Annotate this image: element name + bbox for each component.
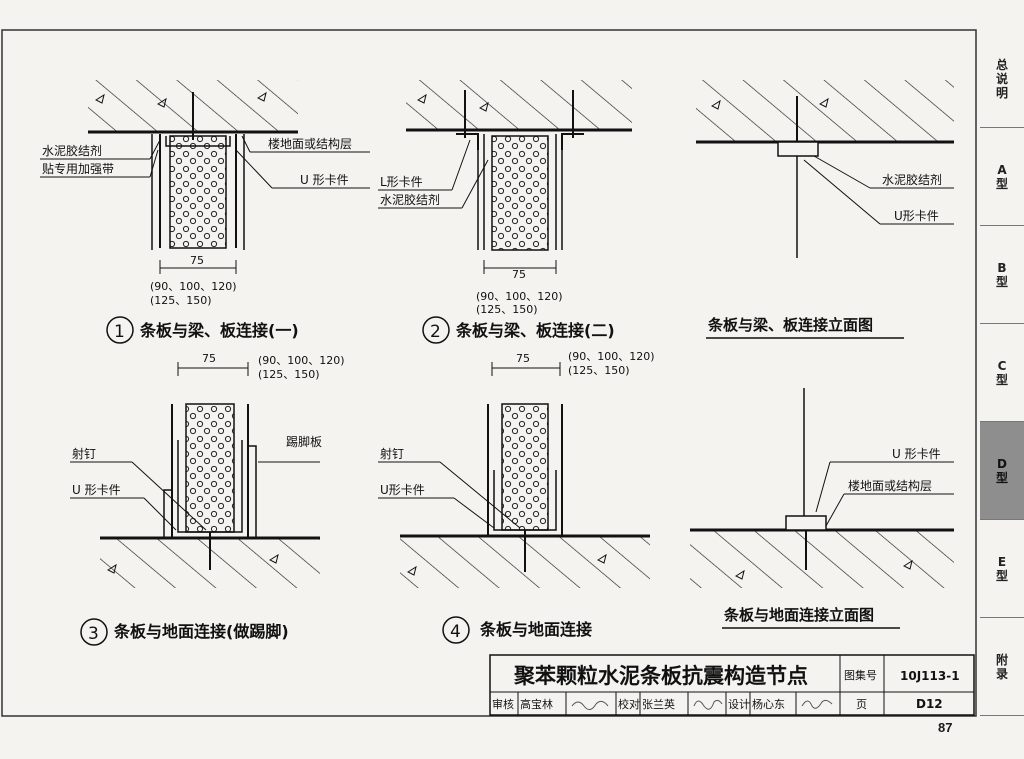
side-tab-text: 录 <box>995 666 1008 681</box>
dim-alt2-3: (125、150) <box>258 368 320 381</box>
label-nail-4: 射钉 <box>380 446 404 461</box>
label-floor-1: 楼地面或结构层 <box>268 136 352 151</box>
page-label: 页 <box>856 698 867 711</box>
detail-number-2: 2 <box>430 322 441 342</box>
reviewer-name: 高宝林 <box>520 697 553 711</box>
detail-caption-4: 条板与地面连接 <box>479 620 592 639</box>
side-tab-text: 型 <box>995 176 1008 191</box>
label-floor-6: 楼地面或结构层 <box>848 478 932 493</box>
side-tab-text: A <box>997 162 1007 177</box>
side-tab-text: D <box>997 456 1007 471</box>
dim-alt1-1: (90、100、120) <box>150 280 237 293</box>
label-tape-1: 贴专用加强带 <box>42 161 114 176</box>
detail-4: 75 (90、100、120) (125、150) 射钉 U形卡件 4 条板与地… <box>378 350 655 644</box>
title-block: 聚苯颗粒水泥条板抗震构造节点 图集号 10J113-1 页 D12 审核 高宝林… <box>489 654 975 716</box>
design-label: 设计 <box>728 698 750 711</box>
sheet-title: 聚苯颗粒水泥条板抗震构造节点 <box>513 664 808 688</box>
side-tab-text: 型 <box>995 372 1008 387</box>
side-tab-text: 总 <box>995 57 1008 72</box>
detail-number-4: 4 <box>450 622 461 642</box>
side-tab-text: C <box>997 358 1007 373</box>
side-tab-0[interactable]: 总说明 <box>980 30 1024 128</box>
label-cement-1: 水泥胶结剂 <box>42 143 102 158</box>
detail-caption-2: 条板与梁、板连接(二) <box>455 321 615 340</box>
atlas-label: 图集号 <box>844 668 877 682</box>
wall-panel-1 <box>169 135 227 249</box>
side-tab-6[interactable]: 附录 <box>980 618 1024 716</box>
detail-caption-1: 条板与梁、板连接(一) <box>139 321 299 340</box>
floor-slab-5 <box>690 530 954 588</box>
dim-value-3: 75 <box>202 352 216 365</box>
side-tab-text: 明 <box>995 85 1008 100</box>
side-tab-text: 型 <box>995 568 1008 583</box>
elevation-bottom: U 形卡件 楼地面或结构层 条板与地面连接立面图 <box>690 388 954 629</box>
label-cement-3: 水泥胶结剂 <box>882 172 942 187</box>
dim-value-2: 75 <box>512 268 526 281</box>
label-nail-3: 射钉 <box>72 446 96 461</box>
page-number: 87 <box>938 720 953 735</box>
dim-alt2-4: (125、150) <box>568 364 630 377</box>
review-label: 审核 <box>492 697 514 711</box>
side-tab-text: 附 <box>995 652 1008 667</box>
proofreader-name: 张兰英 <box>642 697 675 711</box>
designer-name: 杨心东 <box>752 697 785 711</box>
dim-alt1-2: (90、100、120) <box>476 290 563 303</box>
side-tab-text: 型 <box>995 274 1008 289</box>
elevation-top: 水泥胶结剂 U形卡件 条板与梁、板连接立面图 <box>696 80 954 339</box>
detail-number-3: 3 <box>88 624 99 644</box>
side-tab-text: E <box>997 554 1007 569</box>
dim-alt2-1: (125、150) <box>150 294 212 307</box>
side-tab-text: 型 <box>995 470 1008 485</box>
sheet-frame <box>1 29 977 717</box>
side-tab-text: 说 <box>995 71 1008 86</box>
label-skirting-3: 踢脚板 <box>286 434 322 449</box>
u-clip-elev-top <box>777 141 819 157</box>
wall-panel-3 <box>185 403 235 533</box>
dim-value-4: 75 <box>516 352 530 365</box>
detail-3: 75 (90、100、120) (125、150) 射钉 U 形卡件 踢脚板 3… <box>70 352 345 646</box>
dim-alt1-4: (90、100、120) <box>568 350 655 363</box>
label-uclip-4: U 形卡件 <box>72 483 121 497</box>
dim-alt1-3: (90、100、120) <box>258 354 345 367</box>
proofreader-signature <box>693 699 723 710</box>
side-tab-text: B <box>997 260 1007 275</box>
wall-panel-2 <box>491 135 549 251</box>
u-clip-elev-bottom <box>785 515 827 531</box>
designer-signature <box>801 699 833 709</box>
ceiling-slab-2 <box>406 80 632 130</box>
label-uclip-3: U形卡件 <box>894 209 939 223</box>
detail-number-1: 1 <box>114 322 125 342</box>
detail-1: 75 (90、100、120) (125、150) 水泥胶结剂 贴专用加强带 楼… <box>40 80 370 344</box>
label-cement-2: 水泥胶结剂 <box>380 192 440 207</box>
ceiling-slab-3 <box>696 80 954 142</box>
label-uclip-6: U 形卡件 <box>892 447 941 461</box>
wall-panel-4 <box>501 403 549 531</box>
elev-top-caption: 条板与梁、板连接立面图 <box>707 316 873 334</box>
proof-label: 校对 <box>618 697 640 711</box>
label-lclip-2: L形卡件 <box>380 175 423 189</box>
detail-2: 75 (90、100、120) (125、150) L形卡件 水泥胶结剂 2 条… <box>378 80 632 344</box>
dim-alt2-2: (125、150) <box>476 303 538 316</box>
elev-bottom-caption: 条板与地面连接立面图 <box>723 606 874 624</box>
label-uclip-5: U形卡件 <box>380 483 425 497</box>
detail-caption-3: 条板与地面连接(做踢脚) <box>113 622 289 641</box>
reviewer-signature <box>571 700 609 710</box>
atlas-number: 10J113-1 <box>900 669 960 683</box>
page-code: D12 <box>916 697 943 711</box>
dim-value-1: 75 <box>190 254 204 267</box>
label-uclip-1: U 形卡件 <box>300 173 349 187</box>
